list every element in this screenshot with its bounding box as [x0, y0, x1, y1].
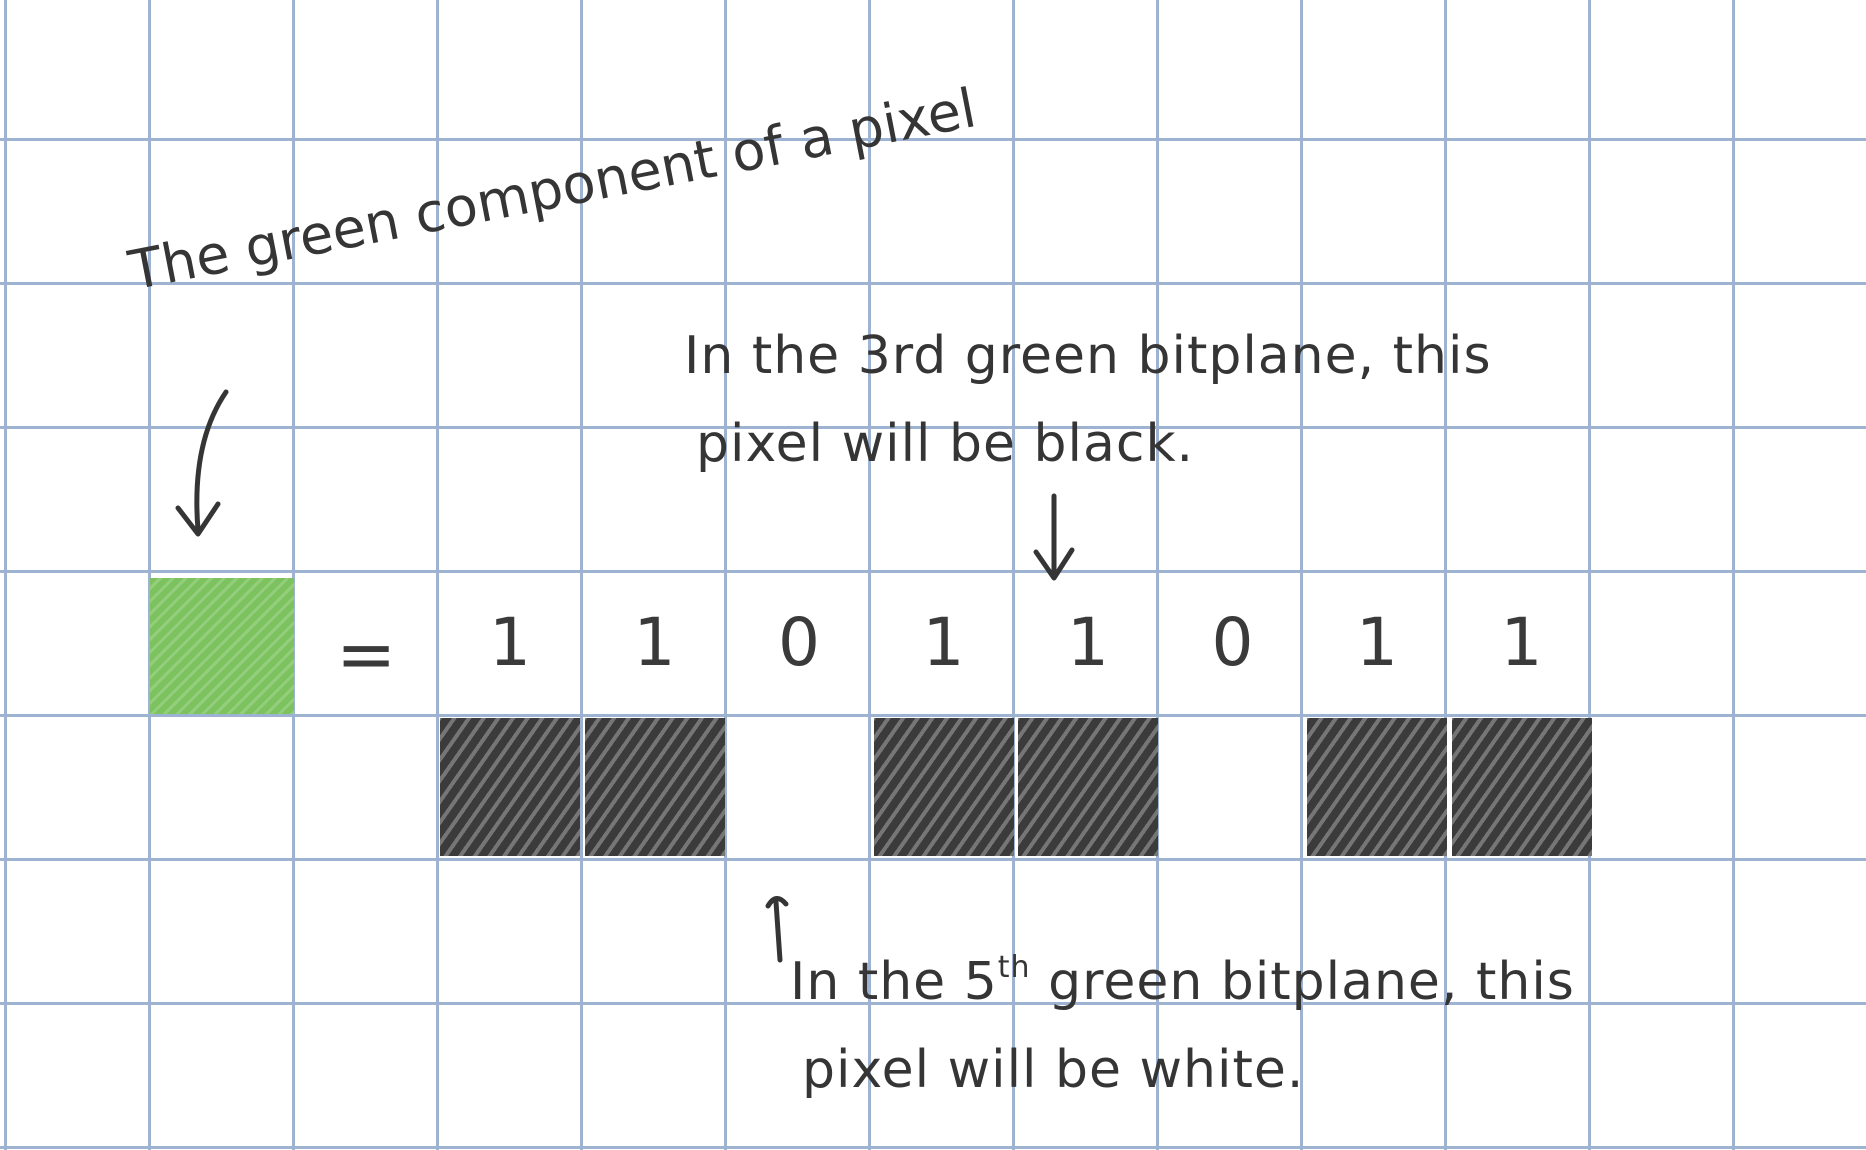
fifth-bitplane-note-line-2: pixel will be white.: [802, 1040, 1305, 1100]
bit-digit-1: 1: [489, 604, 531, 681]
arrow-to-green-swatch-icon: [175, 389, 229, 537]
bitplane-square-7: [1307, 718, 1447, 856]
third-bitplane-note: In the 3rd green bitplane, this pixel wi…: [684, 312, 1492, 488]
bit-digit-8: 1: [1500, 604, 1543, 681]
bitplane-square-4: [873, 718, 1014, 856]
bitplane-square-1: [440, 718, 580, 856]
equals-sign: =: [336, 612, 397, 696]
bit-digit-2: 1: [633, 604, 676, 681]
fifth-bitplane-note: In the 5th green bitplane, this pixel wi…: [790, 924, 1575, 1114]
fifth-bitplane-note-line-1: In the 5th green bitplane, this: [790, 924, 1575, 1026]
third-bitplane-note-line-2: pixel will be black.: [696, 414, 1195, 474]
bitplane-square-5: [1018, 718, 1158, 856]
fifth-note-text-post: green bitplane, this: [1030, 952, 1575, 1012]
bit-digit-4: 1: [922, 604, 965, 681]
green-pixel-swatch: [150, 578, 294, 714]
fifth-note-ordinal-suffix: th: [997, 950, 1031, 985]
arrow-from-white-plane-icon: [765, 896, 789, 963]
bit-digit-7: 1: [1356, 604, 1398, 681]
bitplane-square-2: [584, 718, 725, 856]
bitplane-square-8: [1451, 718, 1592, 856]
bit-digit-6: 0: [1211, 604, 1254, 681]
bit-digit-5: 1: [1067, 604, 1109, 681]
bit-digit-3: 0: [778, 604, 820, 681]
third-bitplane-note-line-1: In the 3rd green bitplane, this: [684, 326, 1492, 386]
arrow-to-fifth-bit-icon: [1033, 493, 1075, 581]
fifth-note-text-pre: In the 5: [790, 952, 998, 1012]
